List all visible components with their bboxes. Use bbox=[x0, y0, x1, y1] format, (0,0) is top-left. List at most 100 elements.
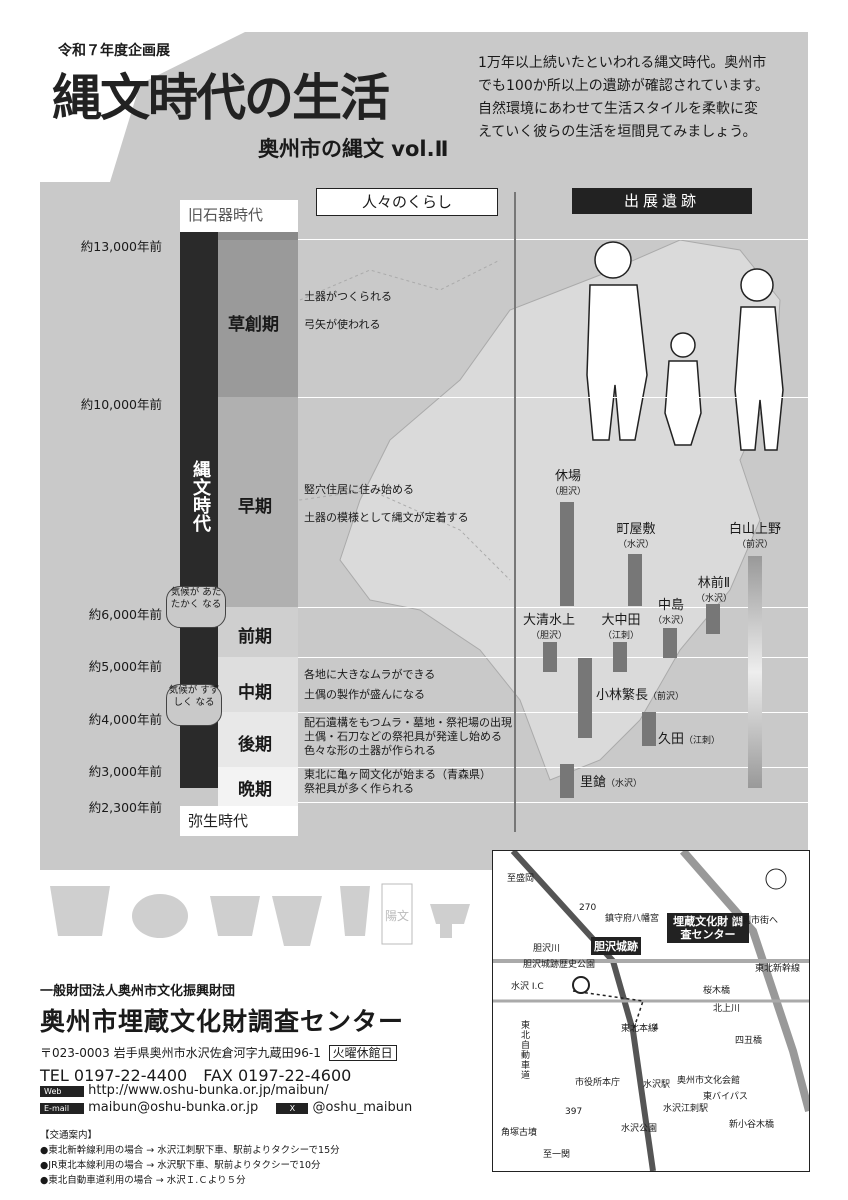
guide-line bbox=[298, 239, 808, 240]
site-name: 大中田 bbox=[601, 613, 641, 628]
map-label: 水沢江刺駅 bbox=[663, 1104, 709, 1114]
site-label: 中島（水沢） bbox=[648, 599, 694, 628]
guide-line bbox=[298, 802, 808, 803]
seal-text: 陽文 bbox=[385, 908, 409, 923]
site-bar bbox=[578, 658, 592, 738]
access-map: 埋蔵文化財 調査センター 胆沢城跡 鎮守府八幡宮 胆沢城跡歴史公園 水沢 I.C… bbox=[492, 850, 810, 1172]
intro-line: えていく彼らの生活を垣間見てみましょう。 bbox=[478, 124, 757, 140]
site-area: （水沢） bbox=[652, 616, 689, 626]
period-incipient: 草創期 bbox=[228, 315, 279, 335]
event-item: 土器の模様として縄文が定着する bbox=[304, 511, 469, 524]
jomon-family-illustration bbox=[586, 241, 784, 451]
climate-warm-note: 気候が あたたかく なる bbox=[166, 586, 226, 628]
age-label: 約2,300年前 bbox=[88, 800, 162, 815]
site-name: 里鎗 bbox=[580, 775, 607, 790]
period-early: 前期 bbox=[238, 627, 272, 647]
site-bar bbox=[706, 604, 720, 634]
pottery-silhouettes: 陽文 bbox=[50, 883, 470, 946]
guide-line bbox=[298, 712, 808, 713]
mail-row: E-mail maibun@oshu-bunka.or.jp X @oshu_m… bbox=[40, 1100, 412, 1115]
site-bar bbox=[663, 628, 677, 658]
site-area: （水沢） bbox=[617, 540, 654, 550]
map-label: 江刺市街へ bbox=[733, 916, 779, 926]
site-name: 久田 bbox=[658, 732, 685, 747]
exhibition-subtitle: 奥州市の縄文 vol.Ⅱ bbox=[258, 137, 449, 161]
period-block bbox=[218, 712, 298, 767]
age-label: 約6,000年前 bbox=[88, 607, 162, 622]
site-label: 久田（江刺） bbox=[658, 733, 728, 748]
sites-callout: 出展遺跡 bbox=[572, 188, 752, 214]
site-bar bbox=[613, 642, 627, 672]
period-final: 晩期 bbox=[238, 780, 272, 800]
web-link[interactable]: http://www.oshu-bunka.or.jp/maibun/ bbox=[88, 1083, 329, 1098]
event-item: 土偶・石刀などの祭祀具が発達し始める bbox=[304, 730, 502, 743]
map-label: 270 bbox=[579, 903, 597, 913]
period-block bbox=[218, 657, 298, 712]
map-label: 桜木橋 bbox=[703, 986, 731, 996]
access-item: ●JR東北本線利用の場合 → 水沢駅下車、駅前よりタクシーで10分 bbox=[40, 1160, 321, 1171]
age-label: 約3,000年前 bbox=[88, 764, 162, 779]
map-label: 東北本線 bbox=[621, 1024, 658, 1034]
climate-cool-note: 気候が すずしく なる bbox=[166, 684, 222, 726]
site-area: （前沢） bbox=[648, 692, 685, 702]
event-item: 各地に大きなムラができる bbox=[304, 668, 436, 681]
site-label: 休場（胆沢） bbox=[544, 470, 592, 499]
era-paleolithic: 旧石器時代 bbox=[180, 200, 298, 232]
era-transition bbox=[218, 232, 298, 240]
site-bar bbox=[543, 642, 557, 672]
site-label: 小林繁長（前沢） bbox=[596, 689, 692, 704]
site-name: 白山上野 bbox=[728, 522, 781, 537]
access-item: ●東北新幹線利用の場合 → 水沢江刺駅下車、駅前よりタクシーで15分 bbox=[40, 1145, 340, 1156]
map-label: 東バイパス bbox=[703, 1092, 748, 1102]
access-info: 【交通案内】 ●東北新幹線利用の場合 → 水沢江刺駅下車、駅前よりタクシーで15… bbox=[40, 1128, 440, 1188]
map-roads bbox=[493, 851, 809, 1171]
site-area: （江刺） bbox=[602, 631, 639, 641]
period-initial: 早期 bbox=[238, 497, 272, 517]
map-label: 至一関 bbox=[543, 1150, 571, 1160]
event-item: 弓矢が使われる bbox=[304, 318, 381, 331]
event-item: 土器がつくられる bbox=[304, 290, 392, 303]
age-label: 約10,000年前 bbox=[80, 397, 162, 412]
site-label: 大中田 （江刺） bbox=[596, 614, 646, 643]
map-label: 東北自動車道 bbox=[521, 1021, 531, 1081]
map-label: 新小谷木橋 bbox=[729, 1120, 775, 1130]
period-block bbox=[218, 397, 298, 607]
site-name: 小林繁長 bbox=[596, 688, 649, 703]
x-link[interactable]: @oshu_maibun bbox=[312, 1100, 413, 1115]
access-item: ●東北自動車道利用の場合 → 水沢Ｉ.Ｃより５分 bbox=[40, 1175, 246, 1186]
event-item: 竪穴住居に住み始める bbox=[304, 483, 414, 496]
period-block bbox=[218, 607, 298, 657]
site-area: （水沢） bbox=[606, 779, 643, 789]
map-label: 胆沢城跡歴史公園 bbox=[523, 960, 596, 970]
site-area: （胆沢） bbox=[549, 487, 586, 497]
events-middle: 各地に大きなムラができる 土偶の製作が盛んになる bbox=[304, 668, 435, 702]
site-label: 里鎗（水沢） bbox=[580, 776, 650, 791]
column-divider bbox=[514, 192, 516, 832]
life-callout: 人々のくらし bbox=[316, 188, 498, 216]
period-block bbox=[218, 240, 298, 397]
era-yayoi: 弥生時代 bbox=[180, 806, 298, 836]
map-label: 北上川 bbox=[713, 1004, 741, 1014]
age-label: 約4,000年前 bbox=[88, 712, 162, 727]
site-bar bbox=[748, 556, 762, 788]
period-block bbox=[218, 767, 298, 806]
access-title: 【交通案内】 bbox=[40, 1130, 98, 1141]
foundation-name: 一般財団法人奥州市文化振興財団 bbox=[40, 984, 236, 999]
map-label: 胆沢川 bbox=[533, 944, 561, 954]
guide-line bbox=[298, 397, 808, 398]
site-area: （江刺） bbox=[684, 736, 721, 746]
address-line: 〒023-0003 岩手県奥州市水沢佐倉河字九蔵田96-1 火曜休館日 bbox=[40, 1044, 397, 1061]
exhibition-supertitle: 令和７年度企画展 bbox=[58, 43, 170, 59]
map-label: 水沢駅 bbox=[643, 1080, 671, 1090]
intro-text: 1万年以上続いたといわれる縄文時代。奥州市 でも100か所以上の遺跡が確認されて… bbox=[478, 52, 808, 144]
map-label: 4 bbox=[653, 1023, 659, 1033]
events-late: 配石遺構をもつムラ・墓地・祭祀場の出現 土偶・石刀などの祭祀具が発達し始める 色… bbox=[304, 716, 512, 758]
web-label: Web bbox=[40, 1086, 84, 1097]
map-center-label: 埋蔵文化財 調査センター bbox=[667, 913, 749, 943]
site-area: （前沢） bbox=[736, 540, 773, 550]
address: 〒023-0003 岩手県奥州市水沢佐倉河字九蔵田96-1 bbox=[40, 1046, 321, 1060]
center-name: 奥州市埋蔵文化財調査センター bbox=[40, 1007, 405, 1036]
mail-link[interactable]: maibun@oshu-bunka.or.jp bbox=[88, 1100, 259, 1115]
period-middle: 中期 bbox=[238, 683, 272, 703]
map-label: 鎮守府八幡宮 bbox=[605, 914, 660, 924]
